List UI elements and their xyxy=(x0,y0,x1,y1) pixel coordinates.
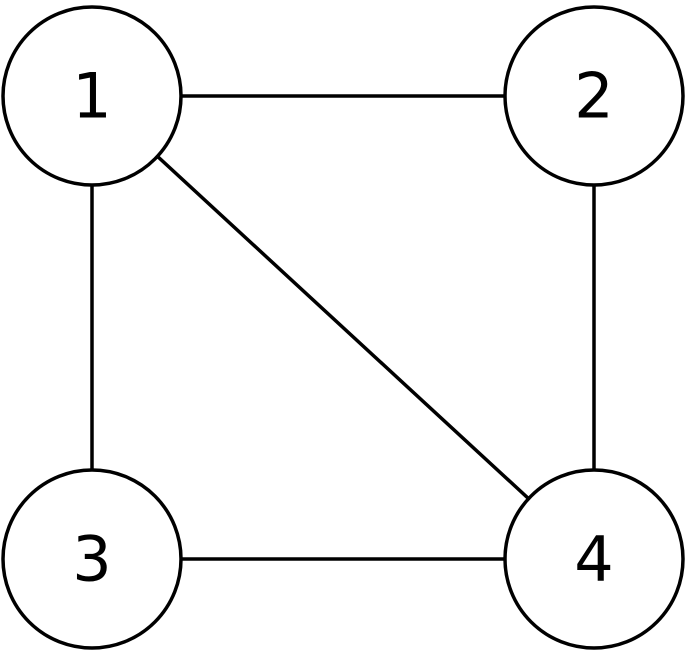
node-4: 4 xyxy=(503,468,685,650)
node-1: 1 xyxy=(1,5,183,187)
node-label-4: 4 xyxy=(574,523,613,596)
node-label-3: 3 xyxy=(72,523,111,596)
node-3: 3 xyxy=(1,468,183,650)
node-2: 2 xyxy=(503,5,685,187)
node-circle-2 xyxy=(503,5,685,187)
node-circle-1 xyxy=(1,5,183,187)
node-label-1: 1 xyxy=(72,60,111,133)
node-circle-4 xyxy=(503,468,685,650)
edges-layer xyxy=(90,94,596,561)
node-label-2: 2 xyxy=(574,60,613,133)
nodes-layer: 1 2 3 4 xyxy=(1,5,685,650)
node-circle-3 xyxy=(1,468,183,650)
edge-1-4 xyxy=(90,94,596,561)
